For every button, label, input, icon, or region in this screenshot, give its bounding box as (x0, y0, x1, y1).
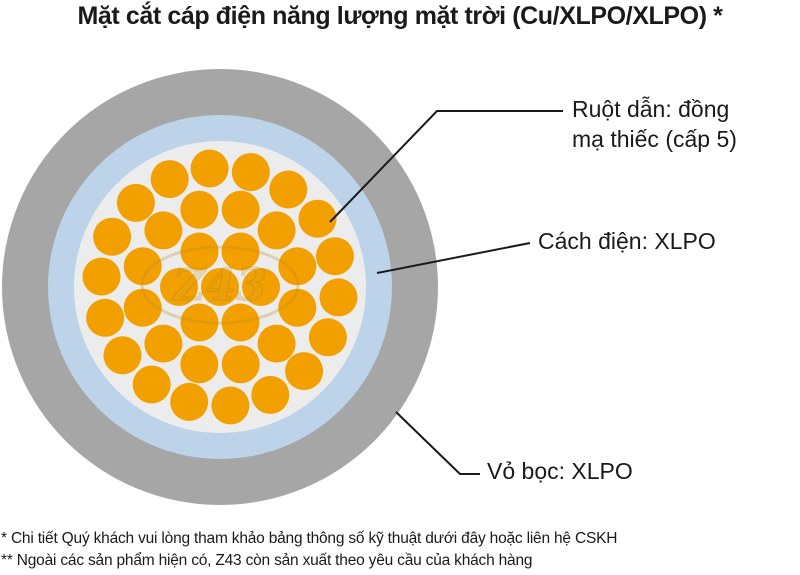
conductor-strands (82, 149, 358, 425)
label-insulation: Cách điện: XLPO (538, 228, 716, 254)
copper-strand (221, 303, 260, 342)
copper-strand (298, 199, 337, 238)
copper-strand (82, 257, 121, 296)
label-conductor-line1: Ruột dẫn: đồng (572, 96, 730, 122)
copper-strand (278, 288, 317, 327)
label-sheath: Vỏ bọc: XLPO (487, 458, 633, 484)
footnote-2: ** Ngoài các sản phẩm hiện có, Z43 còn s… (1, 552, 533, 569)
watermark-text: Z43 (171, 260, 266, 311)
copper-strand (103, 336, 142, 375)
copper-strand (257, 324, 296, 363)
copper-strand (144, 211, 183, 250)
copper-strand (123, 247, 162, 286)
copper-strand (93, 217, 132, 256)
copper-strand (190, 149, 229, 188)
label-conductor: Ruột dẫn: đồng mạ thiếc (cấp 5) (572, 94, 737, 154)
copper-strand (221, 232, 260, 271)
copper-strand (150, 160, 189, 199)
copper-strand (211, 386, 250, 425)
copper-strand (180, 303, 219, 342)
leader-conductor (329, 110, 563, 223)
leader-sheath (395, 411, 480, 475)
label-conductor-line2: mạ thiếc (cấp 5) (572, 126, 737, 152)
copper-strand (285, 352, 324, 391)
copper-strand (257, 211, 296, 250)
copper-strand (278, 247, 317, 286)
copper-strand (315, 237, 354, 276)
copper-strand (180, 232, 219, 271)
copper-strand (132, 365, 171, 404)
watermark-logo: Z43 (140, 245, 300, 325)
copper-strand (221, 190, 260, 229)
copper-strand (144, 324, 183, 363)
copper-strand (116, 183, 155, 222)
copper-strand (231, 153, 270, 192)
copper-strand (170, 382, 209, 421)
copper-strand (308, 318, 347, 357)
copper-strand (319, 278, 358, 317)
copper-strand (123, 288, 162, 327)
copper-strand (180, 345, 219, 384)
footnote-1: * Chi tiết Quý khách vui lòng tham khảo … (1, 530, 618, 547)
copper-strand (242, 268, 280, 306)
leader-lines (329, 110, 563, 475)
copper-strand (160, 268, 198, 306)
copper-strand (269, 170, 308, 209)
copper-strand (180, 190, 219, 229)
diagram-title: Mặt cắt cáp điện năng lượng mặt trời (Cu… (77, 2, 723, 30)
leader-insulation (376, 242, 531, 274)
copper-strand (221, 345, 260, 384)
copper-strand (86, 298, 125, 337)
copper-strand (251, 375, 290, 414)
copper-strand (201, 268, 239, 306)
